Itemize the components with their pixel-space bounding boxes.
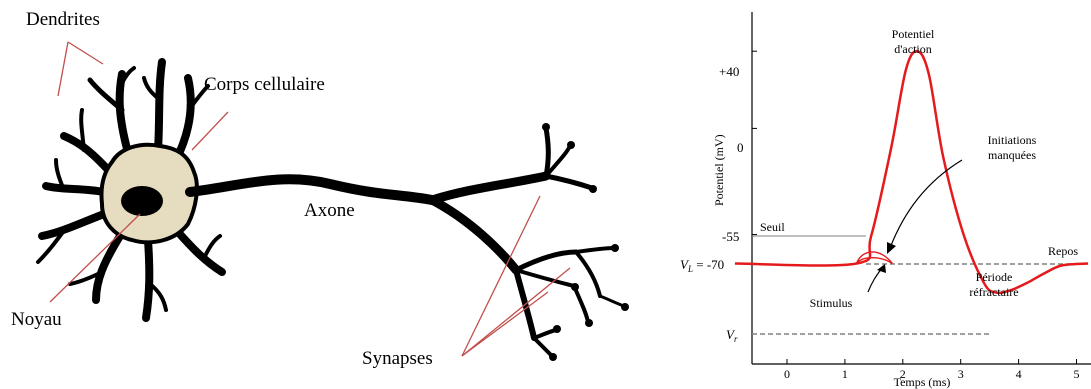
annotation-rest: Repos — [1048, 244, 1078, 258]
xtick-label-0: 0 — [784, 367, 790, 381]
vl-equals: = — [693, 257, 707, 272]
annotation-refractory-line2: réfractaire — [969, 285, 1018, 299]
action-potential-graph: +40 0 -55 VL = -70 Vr Potentiel (mV) Tem… — [680, 12, 1091, 389]
ytick-plus40: +40 — [719, 64, 739, 79]
label-dendrites: Dendrites — [26, 9, 100, 30]
label-axon: Axone — [304, 200, 355, 221]
ytick-0: 0 — [737, 140, 744, 155]
annotation-stimulus: Stimulus — [810, 296, 853, 310]
annotation-missed-line2: manquées — [988, 148, 1036, 162]
xtick-label-4: 4 — [1016, 367, 1022, 381]
arrow-heads — [877, 242, 896, 273]
xtick-label-2: 2 — [900, 367, 906, 381]
pointer-lines — [49, 41, 571, 357]
missed-initiation-0 — [855, 251, 893, 264]
vl-subscript: L — [687, 264, 693, 274]
xtick-label-3: 3 — [958, 367, 964, 381]
y-axis-title: Potentiel (mV) — [712, 134, 726, 206]
axes — [751, 12, 1091, 365]
x-tick-labels: 0 1 2 3 4 5 — [784, 367, 1080, 381]
xtick-label-1: 1 — [842, 367, 848, 381]
axon — [185, 125, 626, 358]
nucleus-shape — [121, 186, 163, 216]
ytick-minus55: -55 — [722, 229, 739, 244]
vl-label: VL = -70 — [680, 257, 724, 274]
vl-symbol: V — [680, 257, 690, 272]
vr-symbol: V — [726, 327, 736, 342]
xtick-label-5: 5 — [1074, 367, 1080, 381]
annotation-refractory-line1: Période — [976, 270, 1013, 284]
neuron-diagram: Dendrites Corps cellulaire Axone Noyau S… — [11, 9, 629, 369]
traces — [734, 49, 1089, 295]
label-synapses: Synapses — [362, 348, 433, 369]
action-potential-trace-0 — [734, 49, 1089, 295]
ytick-minus70: -70 — [707, 257, 724, 272]
synapse-terminals — [542, 123, 629, 361]
vr-subscript: r — [734, 334, 738, 344]
label-nucleus: Noyau — [11, 309, 62, 330]
label-cell-body: Corps cellulaire — [204, 74, 325, 95]
annotation-peak-line2: d'action — [894, 42, 931, 56]
vr-label: Vr — [726, 327, 738, 344]
annotation-missed-line1: Initiations — [988, 133, 1037, 147]
tick-marks — [752, 50, 1077, 364]
x-axis-title: Temps (ms) — [894, 375, 951, 389]
missed-initiation-1 — [855, 257, 893, 265]
annotation-peak-line1: Potentiel — [892, 27, 935, 41]
annotation-threshold: Seuil — [760, 220, 785, 234]
